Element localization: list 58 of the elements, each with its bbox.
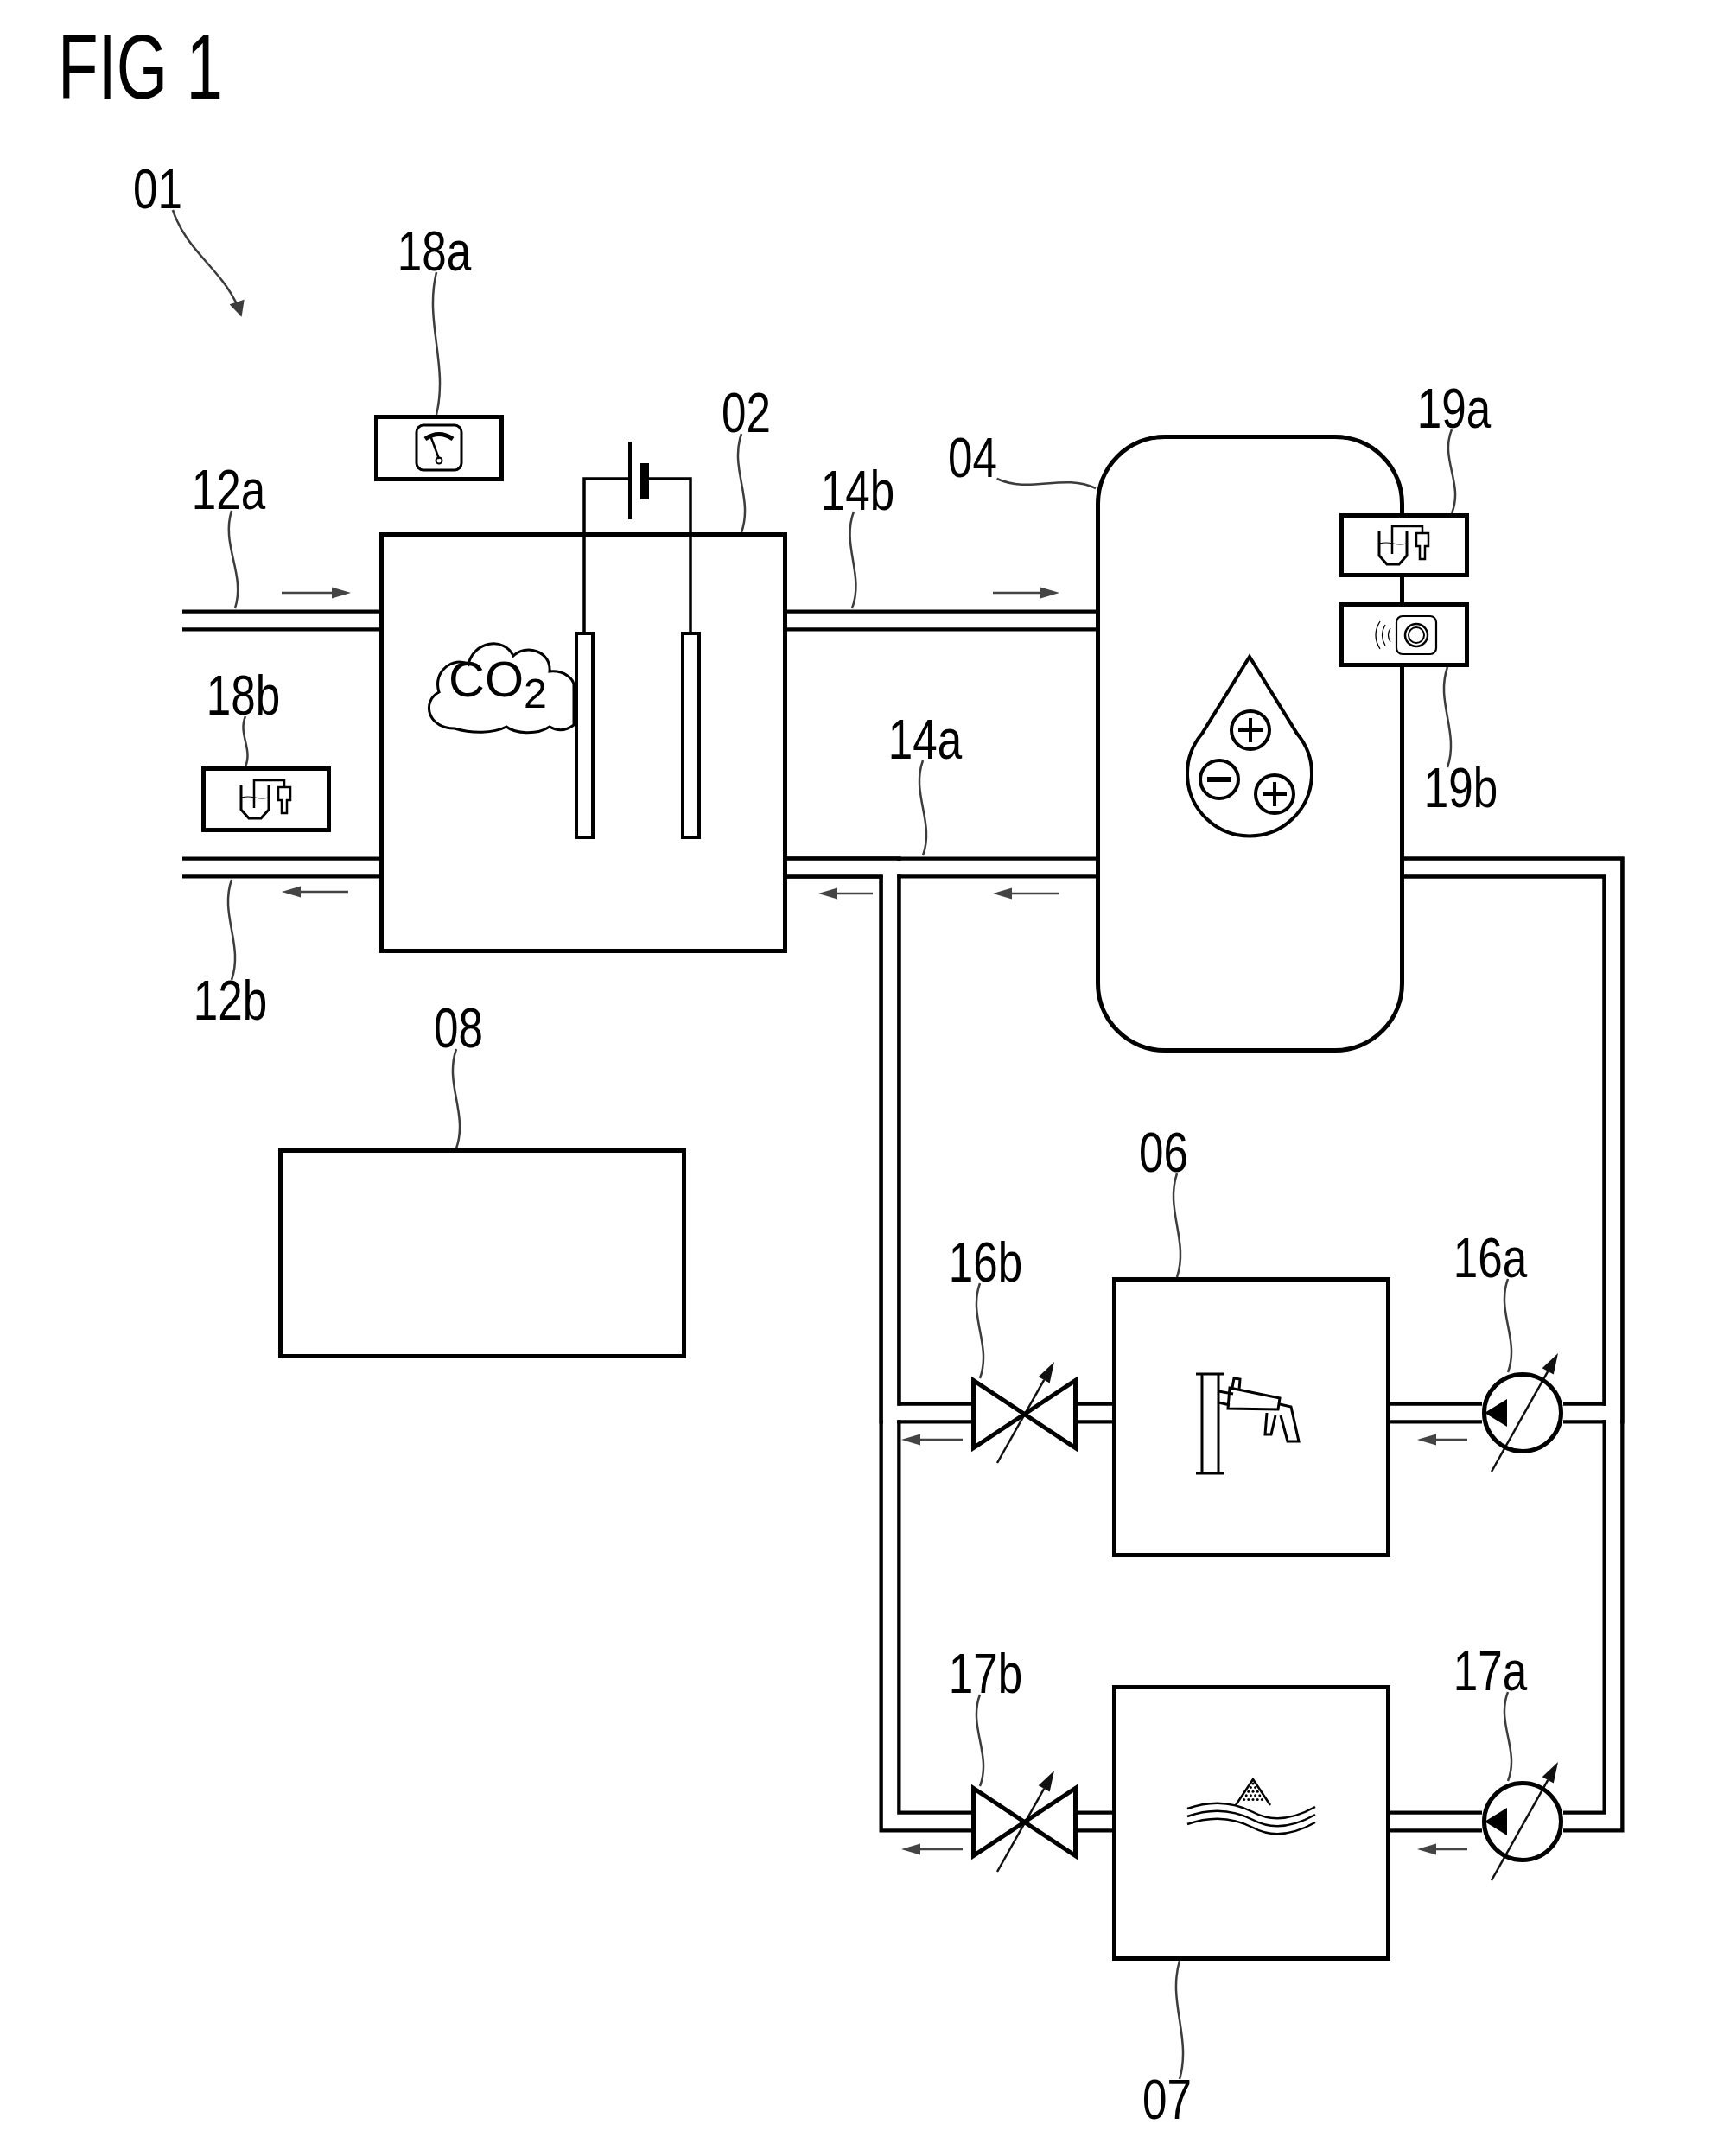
- leader-line: [1503, 1691, 1513, 1782]
- leader-line: [996, 477, 1097, 490]
- reference-numeral: 17b: [948, 1653, 1022, 1695]
- leader-line: [1174, 1960, 1185, 2080]
- reference-numeral: 12a: [191, 469, 265, 511]
- reference-numeral: 12b: [193, 980, 267, 1021]
- pipe: [787, 856, 971, 1833]
- pipe: [1078, 1810, 1112, 1833]
- unit-box: [278, 1148, 686, 1358]
- leader-line: [1447, 429, 1457, 514]
- leader-line: [431, 271, 442, 416]
- reference-numeral: 06: [1138, 1132, 1188, 1173]
- sensor-box: [1339, 513, 1469, 577]
- pipe: [182, 609, 379, 632]
- reference-numeral: 18a: [397, 231, 471, 272]
- reference-numeral: 19a: [1416, 388, 1491, 429]
- unit-box: [1112, 1277, 1390, 1557]
- reference-numeral: 17a: [1453, 1650, 1527, 1692]
- leader-line: [242, 715, 249, 767]
- pipe: [182, 856, 379, 879]
- leader-arrow: [171, 209, 244, 317]
- leader-line: [975, 1694, 985, 1787]
- leader-line: [1503, 1278, 1513, 1373]
- reference-numeral: 01: [132, 169, 182, 210]
- leader-line: [227, 510, 239, 609]
- leader-line: [849, 511, 857, 609]
- pipe: [1390, 1402, 1482, 1424]
- valve-symbol: [971, 1786, 1078, 1858]
- reference-numeral: 14a: [887, 719, 962, 760]
- unit-box: [1112, 1685, 1390, 1961]
- figure-title: FIG 1: [58, 33, 223, 102]
- pipe: [1078, 1402, 1112, 1424]
- leader-line: [975, 1282, 985, 1379]
- leader-line: [451, 1048, 461, 1149]
- reference-numeral: 14b: [820, 470, 894, 512]
- sensor-box: [374, 415, 504, 481]
- leader-line: [226, 879, 237, 981]
- pump-symbol: [1482, 1372, 1563, 1453]
- reference-numeral: 18b: [206, 675, 280, 716]
- reference-numeral: 16b: [948, 1242, 1022, 1283]
- reference-numeral: 04: [947, 437, 997, 479]
- leader-line: [1442, 666, 1453, 768]
- pipe: [787, 609, 1096, 632]
- reference-numeral: 02: [721, 392, 771, 434]
- leader-line: [1172, 1173, 1182, 1278]
- pipe: [1390, 1810, 1482, 1833]
- valve-symbol: [971, 1378, 1078, 1450]
- electrolysis-cell: [379, 532, 787, 953]
- leader-line: [736, 433, 747, 533]
- sensor-box: [1339, 602, 1469, 667]
- pipe: [1404, 856, 1625, 1833]
- pump-symbol: [1482, 1781, 1563, 1862]
- reference-numeral: 16a: [1453, 1237, 1527, 1279]
- leader-line: [918, 760, 928, 856]
- reference-numeral: 07: [1142, 2079, 1192, 2121]
- reference-numeral: 08: [433, 1008, 483, 1049]
- sensor-box: [201, 766, 331, 832]
- reference-numeral: 19b: [1423, 767, 1498, 809]
